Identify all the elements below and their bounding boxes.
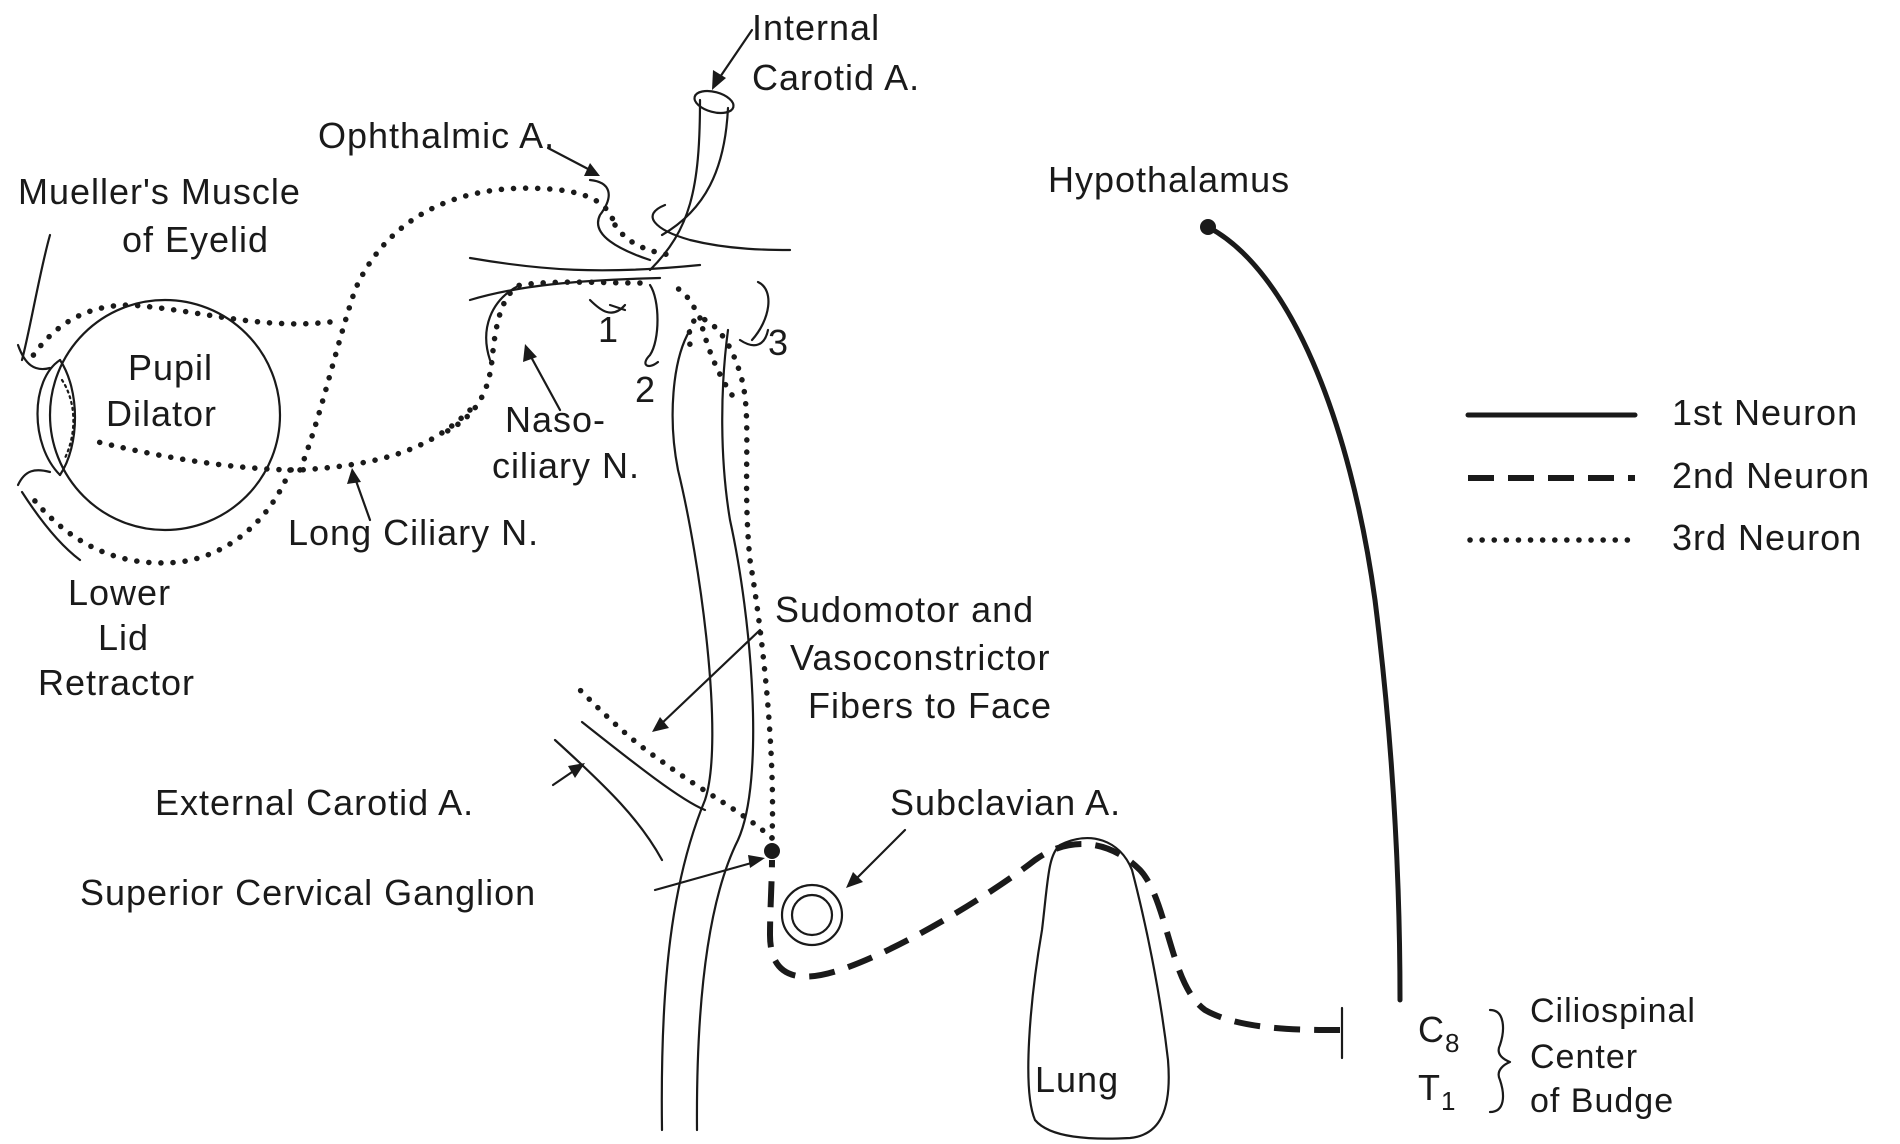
first-neuron-pathway [1200, 219, 1400, 1000]
label-sudomotor-line2: Vasoconstrictor [790, 637, 1050, 678]
label-lower-lid-line2: Lid [98, 617, 149, 658]
label-ciliospinal-line2: Center [1530, 1038, 1638, 1076]
label-hypothalamus: Hypothalamus [1048, 159, 1290, 200]
label-mueller-muscle-line1: Mueller's Muscle [18, 171, 301, 212]
label-sudomotor-line3: Fibers to Face [808, 685, 1052, 726]
label-external-carotid: External Carotid A. [155, 782, 474, 823]
external-carotid-artery [555, 722, 705, 860]
label-branch-2: 2 [635, 369, 655, 410]
label-nasociliary-line2: ciliary N. [492, 445, 640, 486]
legend: 1st Neuron 2nd Neuron 3rd Neuron [1468, 392, 1870, 558]
superior-cervical-ganglion-node [764, 843, 780, 859]
label-internal-carotid-line2: Carotid A. [752, 57, 920, 98]
label-mueller-muscle-line2: of Eyelid [122, 219, 269, 260]
legend-label-first-neuron: 1st Neuron [1672, 392, 1858, 433]
label-branch-3: 3 [768, 322, 788, 363]
label-pupil-dilator-line2: Dilator [106, 393, 217, 434]
label-ophthalmic-artery: Ophthalmic A. [318, 115, 555, 156]
label-ciliospinal-line3: of Budge [1530, 1082, 1674, 1120]
label-t1: T1 [1418, 1067, 1456, 1116]
label-superior-cervical-ganglion: Superior Cervical Ganglion [80, 872, 536, 913]
legend-label-third-neuron: 3rd Neuron [1672, 517, 1862, 558]
legend-label-second-neuron: 2nd Neuron [1672, 455, 1870, 496]
label-long-ciliary-nerve: Long Ciliary N. [288, 512, 539, 553]
label-lung: Lung [1035, 1059, 1119, 1100]
label-nasociliary-line1: Naso- [505, 399, 606, 440]
ciliospinal-brace [1490, 1010, 1510, 1112]
label-lower-lid-line3: Retractor [38, 662, 195, 703]
subclavian-artery [782, 885, 842, 945]
label-c8: C8 [1418, 1009, 1460, 1058]
ophthalmic-artery [470, 180, 790, 366]
label-branch-1: 1 [598, 309, 618, 350]
label-lower-lid-line1: Lower [68, 572, 171, 613]
label-ciliospinal-line1: Ciliospinal [1530, 992, 1696, 1030]
label-sudomotor-line1: Sudomotor and [775, 589, 1034, 630]
label-subclavian-artery: Subclavian A. [890, 782, 1121, 823]
label-internal-carotid-line1: Internal [752, 7, 880, 48]
label-pupil-dilator-line1: Pupil [128, 347, 213, 388]
